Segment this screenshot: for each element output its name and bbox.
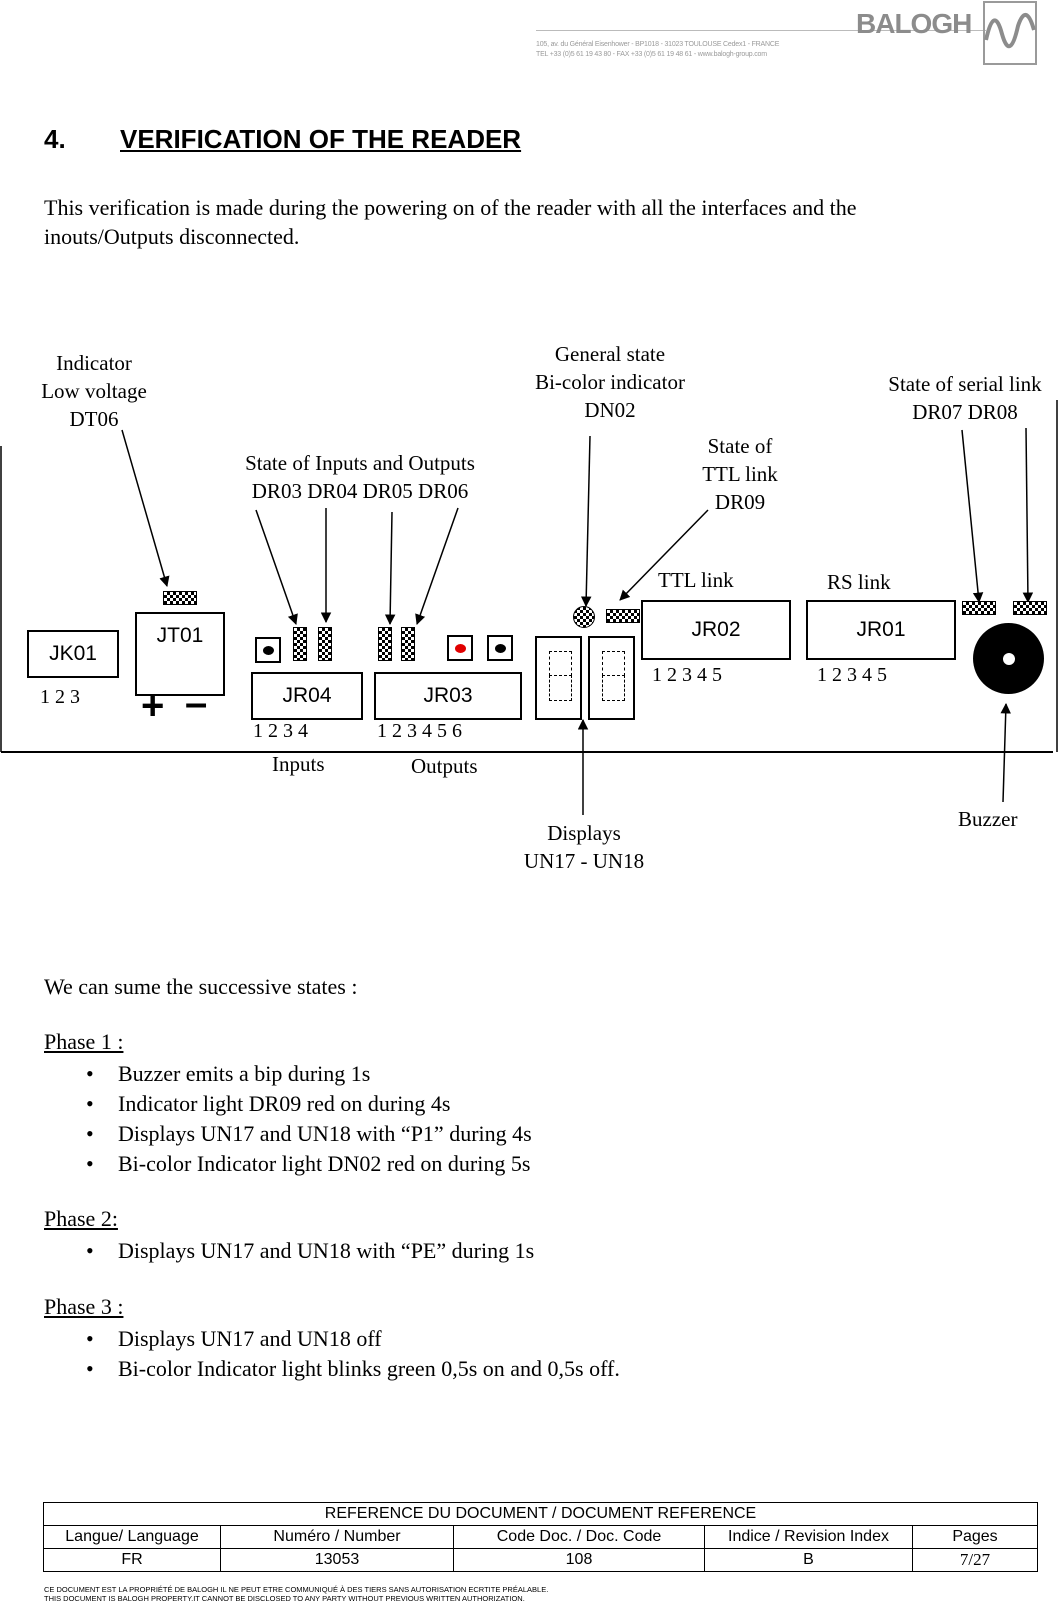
display-un18: [588, 636, 635, 720]
legal-notice-fr: CE DOCUMENT EST LA PROPRIÉTÉ DE BALOGH I…: [44, 1585, 549, 1594]
list-item: Displays UN17 and UN18 off: [86, 1324, 620, 1354]
connector-jr02: JR02: [641, 600, 791, 660]
header-revision: Indice / Revision Index: [704, 1525, 913, 1549]
label-rs-link: RS link: [827, 570, 891, 594]
intro-line-1: This verification is made during the pow…: [44, 195, 857, 220]
list-item: Buzzer emits a bip during 1s: [86, 1059, 532, 1089]
label-inputs: Inputs: [272, 752, 325, 776]
header-address: 105, av. du Général Eisenhower - BP1018 …: [536, 40, 779, 60]
jr03-pins: 1 2 3 4 5 6: [377, 720, 462, 742]
header-rule: [536, 30, 986, 31]
led-dr05: [378, 627, 392, 661]
led-dr07: [962, 601, 996, 615]
list-item: Indicator light DR09 red on during 4s: [86, 1089, 532, 1119]
value-revision: B: [704, 1548, 913, 1572]
header-doc-code: Code Doc. / Doc. Code: [453, 1525, 705, 1549]
states-intro: We can sume the successive states :: [44, 974, 358, 999]
led-dr08: [1013, 601, 1047, 615]
header-language: Langue/ Language: [43, 1525, 221, 1549]
balogh-logo-icon: [983, 1, 1037, 65]
output-switch: [487, 635, 513, 661]
jr01-pins: 1 2 3 4 5: [817, 664, 887, 686]
input-switch-1: [255, 637, 281, 663]
section-number: 4.: [44, 124, 66, 154]
label-io-state: State of Inputs and Outputs DR03 DR04 DR…: [245, 451, 475, 503]
legal-notice: CE DOCUMENT EST LA PROPRIÉTÉ DE BALOGH I…: [44, 1585, 548, 1603]
brand-name: BALOGH: [856, 8, 972, 39]
display-un17: [535, 636, 582, 720]
label-indicator-low-voltage: Indicator Low voltage DT06: [41, 351, 147, 431]
connector-jt01: JT01: [135, 612, 225, 696]
header-address-line1: 105, av. du Général Eisenhower - BP1018 …: [536, 41, 780, 48]
label-buzzer: Buzzer: [958, 807, 1018, 831]
section-heading: 4. VERIFICATION OF THE READER: [44, 124, 521, 155]
list-item: Displays UN17 and UN18 with “P1” during …: [86, 1119, 532, 1149]
connector-jr04: JR04: [251, 672, 363, 720]
led-dt06: [163, 591, 197, 605]
connector-jk01: JK01: [27, 630, 119, 678]
phase3-title: Phase 3 :: [44, 1294, 124, 1319]
value-number: 13053: [220, 1548, 454, 1572]
phase1-title: Phase 1 :: [44, 1029, 124, 1054]
intro-line-2: inouts/Outputs disconnected.: [44, 224, 300, 249]
reader-board-diagram: [0, 400, 1058, 815]
output-led-red: [447, 635, 473, 661]
phase1-list: Buzzer emits a bip during 1s Indicator l…: [86, 1059, 532, 1179]
jr04-pins: 1 2 3 4: [253, 720, 308, 742]
label-displays: Displays UN17 - UN18: [523, 821, 645, 873]
reference-table-title: REFERENCE DU DOCUMENT / DOCUMENT REFEREN…: [43, 1502, 1038, 1526]
label-general-state: General state Bi-color indicator DN02: [535, 342, 685, 422]
header-address-line2: TEL +33 (0)5 61 19 43 80 - FAX +33 (0)5 …: [536, 51, 767, 58]
value-language: FR: [43, 1548, 221, 1572]
led-dn02-bicolor: [573, 606, 595, 628]
list-item: Bi-color Indicator light DN02 red on dur…: [86, 1149, 532, 1179]
header-number: Numéro / Number: [220, 1525, 454, 1549]
list-item: Bi-color Indicator light blinks green 0,…: [86, 1354, 620, 1384]
jk01-pins: 1 2 3: [40, 686, 80, 708]
value-doc-code: 108: [453, 1548, 705, 1572]
intro-paragraph: This verification is made during the pow…: [44, 193, 857, 251]
jt01-minus: –: [185, 681, 208, 725]
buzzer-icon: [973, 623, 1044, 694]
led-dr09: [606, 609, 640, 623]
phase2-title: Phase 2:: [44, 1206, 118, 1231]
label-ttl-state: State of TTL link DR09: [702, 434, 778, 514]
jt01-plus: +: [141, 684, 165, 728]
document-reference-table: REFERENCE DU DOCUMENT / DOCUMENT REFEREN…: [43, 1502, 1038, 1572]
label-outputs: Outputs: [411, 754, 478, 778]
led-dr04: [318, 627, 332, 661]
red-dot-icon: [454, 643, 466, 653]
jr02-pins: 1 2 3 4 5: [652, 664, 722, 686]
led-dr06: [401, 627, 415, 661]
list-item: Displays UN17 and UN18 with “PE” during …: [86, 1236, 534, 1266]
legal-notice-en: THIS DOCUMENT IS BALOGH PROPERTY.IT CANN…: [44, 1594, 525, 1603]
label-serial-state: State of serial link DR07 DR08: [888, 372, 1042, 424]
led-dr03: [293, 627, 307, 661]
phase2-list: Displays UN17 and UN18 with “PE” during …: [86, 1236, 534, 1266]
label-ttl-link: TTL link: [658, 568, 734, 592]
header-pages: Pages: [912, 1525, 1038, 1549]
section-title: VERIFICATION OF THE READER: [120, 124, 522, 154]
connector-jr01: JR01: [806, 600, 956, 660]
value-pages: 7/27: [912, 1548, 1038, 1572]
phase3-list: Displays UN17 and UN18 off Bi-color Indi…: [86, 1324, 620, 1384]
connector-jr03: JR03: [374, 672, 522, 720]
